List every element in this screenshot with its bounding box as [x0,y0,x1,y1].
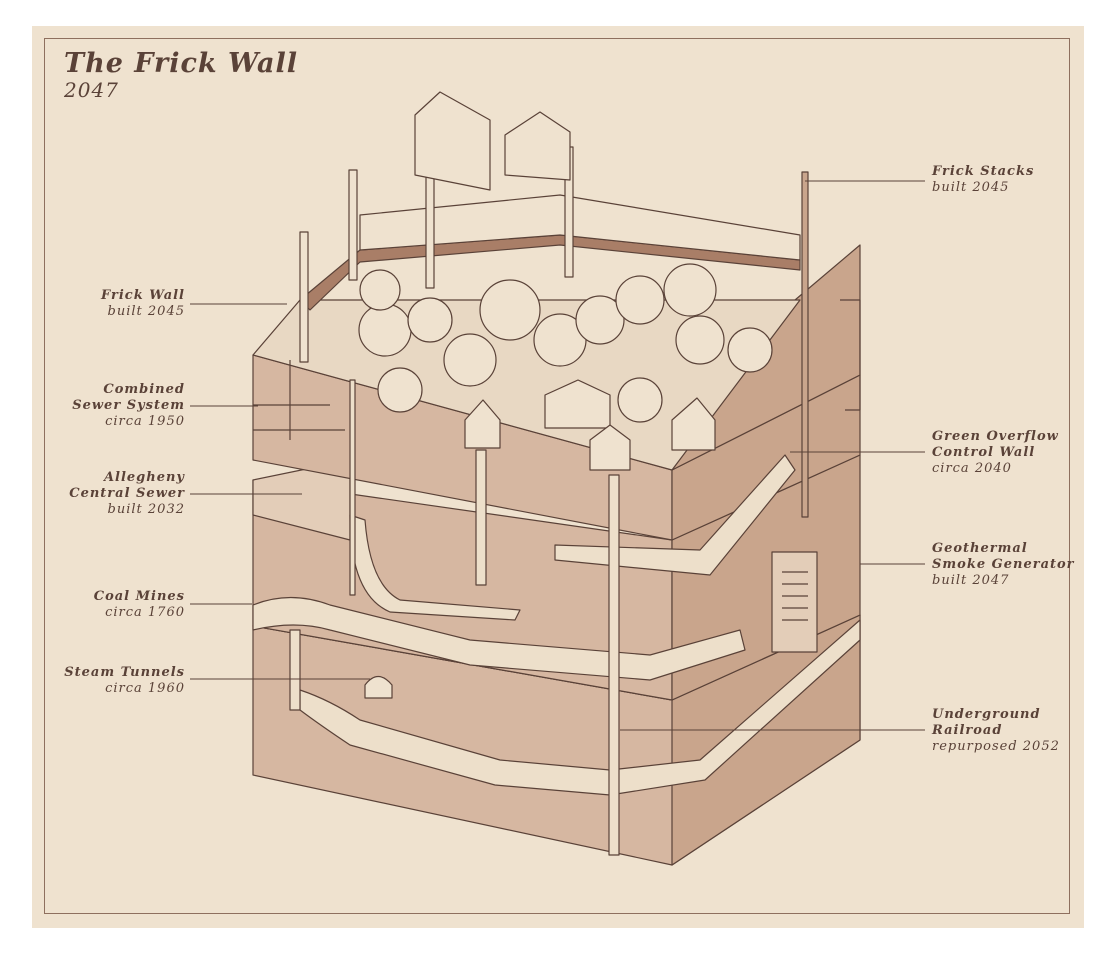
label-steam-tunnels-name: Steam Tunnels [64,665,185,681]
label-combined-sewer: Combined Sewer System circa 1950 [72,382,185,430]
hilltop-houses [415,92,570,190]
label-green-overflow: Green Overflow Control Wall circa 2040 [932,429,1059,477]
label-underground-railroad-name2: Railroad [932,723,1060,739]
label-frick-stacks: Frick Stacks built 2045 [932,164,1034,196]
label-green-overflow-date: circa 2040 [932,461,1059,477]
geothermal-unit [772,552,817,652]
label-allegheny-name1: Allegheny [69,470,185,486]
label-frick-wall-date: built 2045 [101,304,185,320]
label-steam-tunnels: Steam Tunnels circa 1960 [64,665,185,697]
label-frick-wall: Frick Wall built 2045 [101,288,185,320]
label-geothermal-date: built 2047 [932,573,1075,589]
label-combined-sewer-name1: Combined [72,382,185,398]
label-green-overflow-name1: Green Overflow [932,429,1059,445]
label-allegheny-sewer: Allegheny Central Sewer built 2032 [69,470,185,518]
label-green-overflow-name2: Control Wall [932,445,1059,461]
label-frick-stacks-date: built 2045 [932,180,1034,196]
label-underground-railroad: Underground Railroad repurposed 2052 [932,707,1060,755]
label-underground-railroad-date: repurposed 2052 [932,739,1060,755]
label-frick-wall-name: Frick Wall [101,288,185,304]
label-combined-sewer-name2: Sewer System [72,398,185,414]
label-allegheny-date: built 2032 [69,502,185,518]
label-underground-railroad-name1: Underground [932,707,1060,723]
label-frick-stacks-name: Frick Stacks [932,164,1034,180]
label-geothermal-name1: Geothermal [932,541,1075,557]
label-combined-sewer-date: circa 1950 [72,414,185,430]
label-coal-mines-date: circa 1760 [94,605,185,621]
label-geothermal-name2: Smoke Generator [932,557,1075,573]
label-steam-tunnels-date: circa 1960 [64,681,185,697]
label-allegheny-name2: Central Sewer [69,486,185,502]
label-coal-mines-name: Coal Mines [94,589,185,605]
label-geothermal: Geothermal Smoke Generator built 2047 [932,541,1075,589]
label-coal-mines: Coal Mines circa 1760 [94,589,185,621]
